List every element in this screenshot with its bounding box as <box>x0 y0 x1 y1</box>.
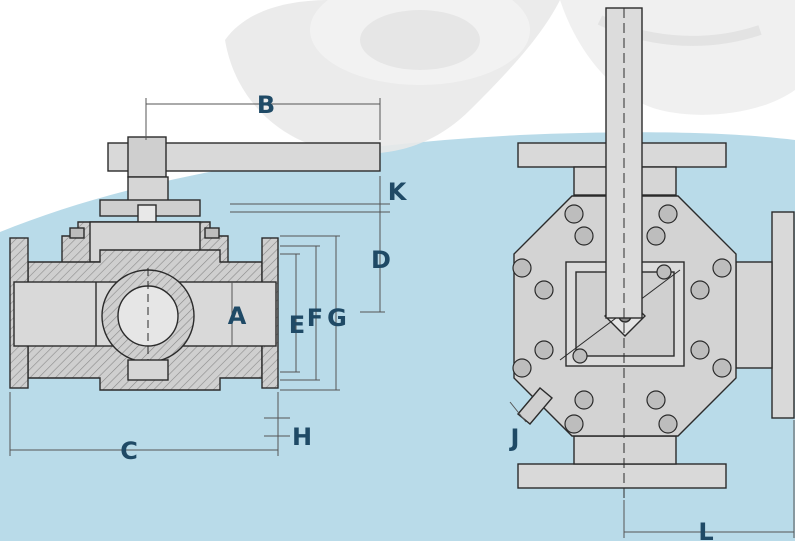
label-e: E <box>289 311 305 339</box>
dimension-lines-left <box>9 98 390 456</box>
label-j: J <box>509 424 520 452</box>
label-k: K <box>388 178 408 206</box>
valve-end-view <box>513 7 795 500</box>
dimension-lines-right <box>509 401 795 538</box>
label-b: B <box>257 91 275 119</box>
side-flange <box>771 211 795 419</box>
label-a: A <box>228 302 247 330</box>
label-c: C <box>120 437 138 465</box>
bottom-flange <box>517 463 727 489</box>
label-d: D <box>371 246 391 274</box>
label-h: H <box>292 423 312 451</box>
label-l: L <box>698 518 713 541</box>
label-g: G <box>327 304 347 332</box>
bolts <box>512 204 732 434</box>
label-f: F <box>307 304 323 332</box>
dimension-labels: B K D A E F G C H J L <box>120 91 713 541</box>
